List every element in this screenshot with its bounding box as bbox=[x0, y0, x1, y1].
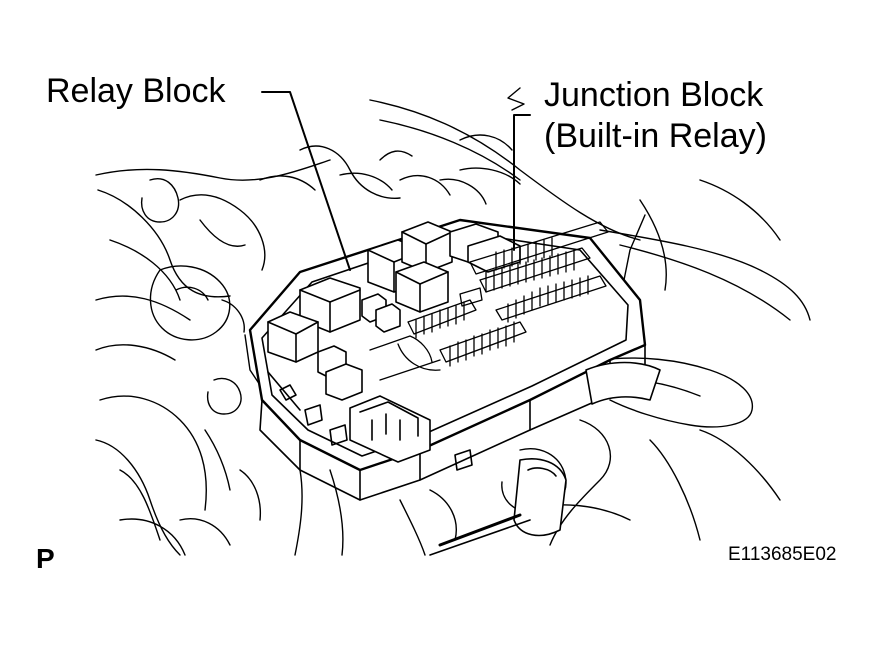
leader-lines bbox=[262, 88, 530, 270]
junction-block-label-line2: (Built-in Relay) bbox=[544, 117, 767, 156]
relay-block-relays bbox=[268, 222, 520, 400]
front-connector bbox=[350, 396, 430, 462]
junction-block-label: Junction Block (Built-in Relay) bbox=[544, 75, 767, 158]
break-mark bbox=[508, 88, 524, 110]
relay-block-leader bbox=[262, 92, 350, 270]
relay-block-label: Relay Block bbox=[46, 72, 226, 110]
junction-block-fuse-rows bbox=[370, 222, 608, 380]
cable-bundle bbox=[430, 363, 660, 556]
view-code: P bbox=[36, 543, 55, 574]
figure-code: E113685E02 bbox=[728, 544, 837, 565]
junction-block-leader bbox=[514, 115, 530, 250]
junction-block-label-line1: Junction Block bbox=[544, 76, 764, 114]
